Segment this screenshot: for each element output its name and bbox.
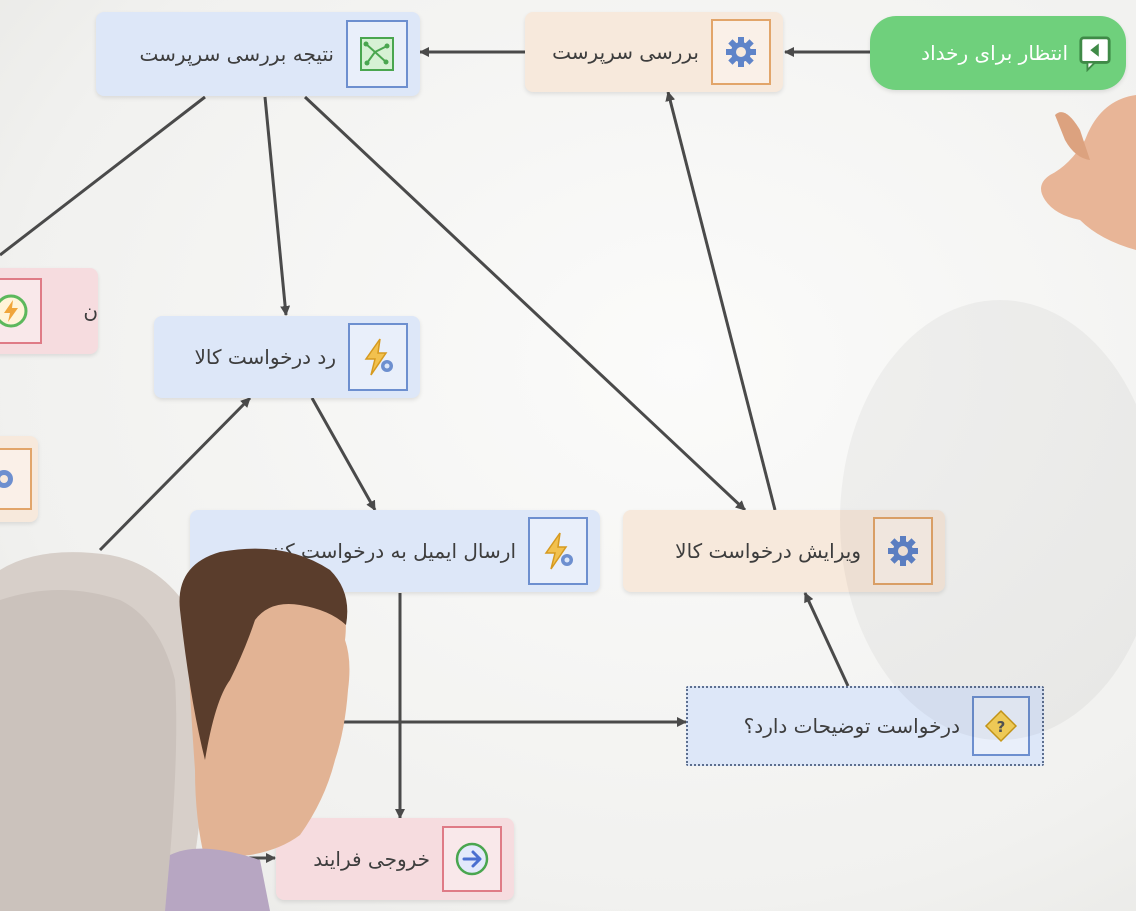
partial-left-gear-node[interactable] [0, 436, 38, 522]
supervisor-review-node[interactable]: بررسی سرپرست [525, 12, 783, 92]
edge-left-to-reject [98, 396, 252, 552]
edge-comments-to-edit [803, 592, 850, 687]
reject-request-node[interactable]: رد درخواست کالا [154, 316, 420, 398]
lightning-circle-icon [0, 278, 42, 344]
question-diamond-icon: ? [972, 696, 1030, 756]
process-exit-label: خروجی فرایند [313, 847, 430, 871]
hand-illustration [1041, 95, 1136, 250]
process-exit-node[interactable]: خروجی فرایند [276, 818, 514, 900]
partial-left-node[interactable]: ن [0, 268, 98, 354]
lightning-gear-icon [528, 517, 588, 585]
edge-result-to-edit [303, 95, 747, 512]
gear-icon [711, 19, 771, 85]
woman-hijab-illustration [0, 552, 207, 911]
wait-event-label: انتظار برای رخداد [921, 41, 1068, 65]
reject-request-label: رد درخواست کالا [194, 345, 336, 369]
edit-request-node[interactable]: ویرایش درخواست کالا [623, 510, 945, 592]
supervisor-review-label: بررسی سرپرست [552, 40, 699, 64]
supervisor-review-result-node[interactable]: نتیجه بررسی سرپرست [96, 12, 420, 96]
gear-icon [873, 517, 933, 585]
svg-text:?: ? [997, 718, 1006, 736]
supervisor-review-result-label: نتیجه بررسی سرپرست [139, 42, 334, 66]
lightning-gear-icon [348, 323, 408, 391]
has-comments-node[interactable]: ? درخواست توضیحات دارد؟ [686, 686, 1044, 766]
map-icon [346, 20, 408, 88]
partial-left-node-label: ن [83, 299, 98, 323]
edge-result-to-reject [263, 96, 291, 316]
edge-result-to-left [0, 95, 206, 257]
edit-request-label: ویرایش درخواست کالا [675, 539, 861, 563]
gear-icon [0, 448, 32, 510]
edge-reject-to-email [310, 397, 377, 511]
arrow-right-circle-icon [442, 826, 502, 892]
edge-edit-to-review [665, 91, 777, 511]
message-icon [1078, 34, 1112, 72]
has-comments-label: درخواست توضیحات دارد؟ [743, 714, 960, 738]
wait-event-node[interactable]: انتظار برای رخداد [870, 16, 1126, 90]
man-illustration [165, 548, 350, 911]
